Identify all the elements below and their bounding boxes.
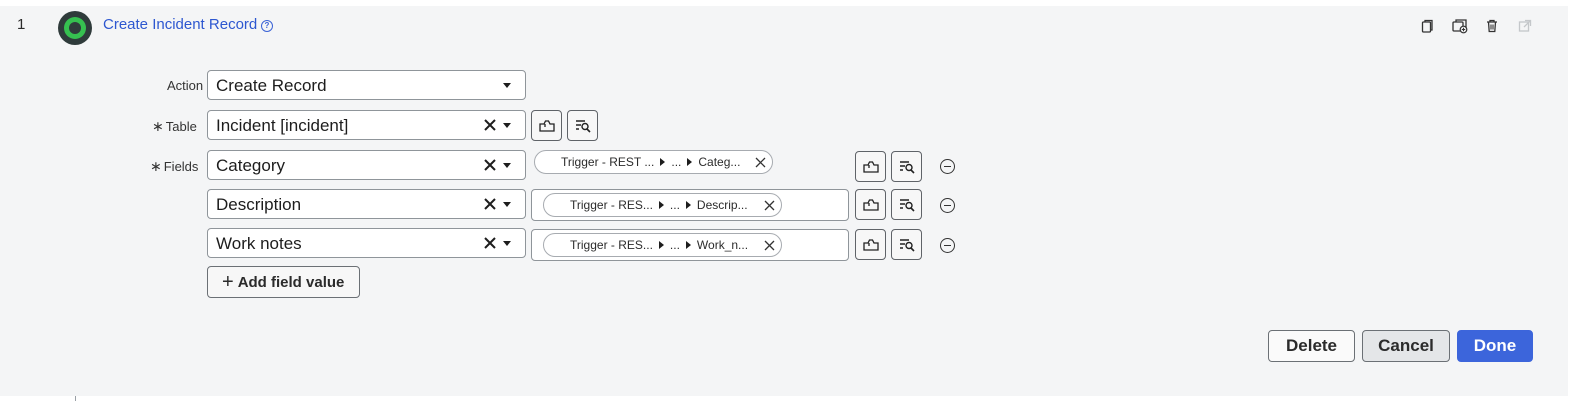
script-toggle-button[interactable] bbox=[567, 110, 598, 141]
data-pill-source: Trigger - RES... bbox=[570, 198, 653, 212]
chevron-down-icon bbox=[503, 123, 511, 128]
data-pill-source: Trigger - RES... bbox=[570, 238, 653, 252]
field-select-value: Category bbox=[216, 156, 285, 175]
data-pill-description[interactable]: Trigger - RES... ... Descrip... bbox=[543, 193, 782, 217]
cancel-button[interactable]: Cancel bbox=[1362, 330, 1450, 362]
caret-right-icon bbox=[685, 201, 691, 209]
delete-button[interactable]: Delete bbox=[1268, 330, 1355, 362]
remove-pill-icon[interactable] bbox=[755, 157, 766, 168]
remove-field-icon[interactable] bbox=[940, 198, 955, 213]
field-value-input-work-notes[interactable]: Trigger - RES... ... Work_n... bbox=[531, 229, 849, 261]
open-external-icon bbox=[1515, 16, 1535, 36]
fields-label: ∗Fields bbox=[150, 158, 198, 175]
script-toggle-button[interactable] bbox=[891, 189, 922, 220]
clear-icon[interactable] bbox=[483, 236, 497, 250]
script-toggle-button[interactable] bbox=[891, 151, 922, 182]
data-pill-end: Descrip... bbox=[696, 198, 748, 212]
data-pill-mid: ... bbox=[669, 198, 680, 212]
data-pill-mid: ... bbox=[669, 238, 680, 252]
step-title[interactable]: Create Incident Record bbox=[103, 16, 258, 33]
script-icon bbox=[575, 119, 591, 133]
data-pill-end: Work_n... bbox=[696, 238, 749, 252]
done-button[interactable]: Done bbox=[1457, 330, 1533, 362]
data-pill-picker-button[interactable] bbox=[855, 189, 886, 220]
table-select-value: Incident [incident] bbox=[216, 116, 349, 135]
remove-field-icon[interactable] bbox=[940, 238, 955, 253]
caret-right-icon bbox=[658, 201, 664, 209]
field-select-value: Work notes bbox=[216, 234, 302, 253]
plus-icon: + bbox=[222, 271, 234, 293]
script-icon bbox=[899, 198, 915, 212]
data-pill-icon bbox=[862, 160, 879, 173]
caret-right-icon bbox=[660, 158, 666, 166]
data-pill-icon bbox=[538, 119, 555, 132]
data-pill-icon bbox=[862, 238, 879, 251]
clear-icon[interactable] bbox=[483, 118, 497, 132]
help-icon[interactable]: ? bbox=[261, 20, 273, 32]
data-pill-picker-button[interactable] bbox=[531, 110, 562, 141]
field-select-category[interactable]: Category bbox=[207, 150, 526, 180]
clear-icon[interactable] bbox=[483, 197, 497, 211]
table-label-text: Table bbox=[165, 119, 197, 134]
field-select-description[interactable]: Description bbox=[207, 189, 526, 219]
data-pill-mid: ... bbox=[671, 155, 682, 169]
caret-right-icon bbox=[685, 241, 691, 249]
field-select-value: Description bbox=[216, 195, 302, 214]
data-pill-picker-button[interactable] bbox=[855, 151, 886, 182]
data-pill-source: Trigger - REST ... bbox=[561, 155, 655, 169]
trash-icon[interactable] bbox=[1482, 16, 1502, 36]
remove-field-icon[interactable] bbox=[940, 159, 955, 174]
data-pill-end: Categ... bbox=[698, 155, 741, 169]
duplicate-icon[interactable] bbox=[1450, 16, 1470, 36]
clear-icon[interactable] bbox=[483, 158, 497, 172]
flow-connector-line bbox=[75, 396, 76, 401]
add-field-value-label: Add field value bbox=[237, 273, 345, 291]
data-pill-work-notes[interactable]: Trigger - RES... ... Work_n... bbox=[543, 233, 782, 257]
script-icon bbox=[899, 238, 915, 252]
add-field-value-button[interactable]: + Add field value bbox=[207, 266, 360, 298]
remove-pill-icon[interactable] bbox=[764, 240, 775, 251]
chevron-down-icon bbox=[503, 83, 511, 88]
script-toggle-button[interactable] bbox=[891, 229, 922, 260]
script-icon bbox=[899, 160, 915, 174]
fields-label-text: Fields bbox=[163, 159, 199, 174]
action-select-value: Create Record bbox=[216, 76, 327, 95]
caret-right-icon bbox=[658, 241, 664, 249]
action-label: Action bbox=[167, 78, 204, 93]
field-value-input-description[interactable]: Trigger - RES... ... Descrip... bbox=[531, 189, 849, 221]
field-select-work-notes[interactable]: Work notes bbox=[207, 228, 526, 258]
chevron-down-icon bbox=[503, 202, 511, 207]
data-pill-category[interactable]: Trigger - REST ... ... Categ... bbox=[534, 150, 773, 174]
remove-pill-icon[interactable] bbox=[764, 200, 775, 211]
action-select[interactable]: Create Record bbox=[207, 70, 526, 100]
data-pill-picker-button[interactable] bbox=[855, 229, 886, 260]
required-indicator: ∗ bbox=[152, 118, 164, 134]
chevron-down-icon bbox=[503, 241, 511, 246]
copy-icon[interactable] bbox=[1417, 16, 1437, 36]
table-label: ∗Table bbox=[152, 118, 197, 135]
step-status-icon bbox=[58, 11, 92, 45]
chevron-down-icon bbox=[503, 163, 511, 168]
data-pill-icon bbox=[862, 198, 879, 211]
caret-right-icon bbox=[687, 158, 693, 166]
required-indicator: ∗ bbox=[150, 158, 162, 174]
table-select[interactable]: Incident [incident] bbox=[207, 110, 526, 140]
step-number: 1 bbox=[17, 16, 26, 33]
